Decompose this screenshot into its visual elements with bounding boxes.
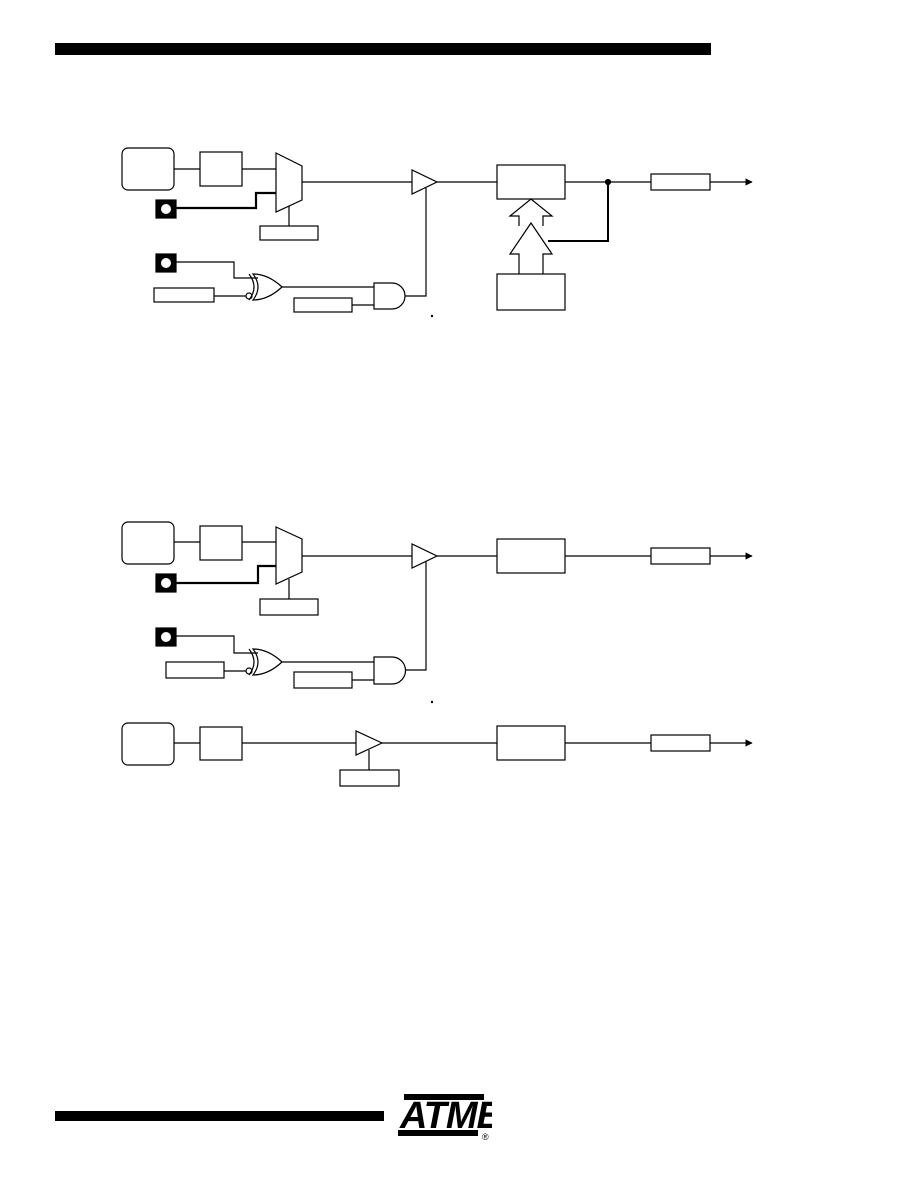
gain-register	[339, 769, 400, 787]
diagram-2	[121, 521, 753, 704]
divider-block	[199, 726, 243, 761]
amplifier	[411, 169, 439, 195]
and-gate	[373, 282, 406, 310]
footer-rule	[55, 1111, 384, 1121]
source-block	[121, 147, 175, 191]
logo-mark: ATMEL ®	[398, 1094, 524, 1142]
register-box	[165, 661, 225, 679]
register-box	[293, 671, 353, 689]
divider-block	[199, 525, 243, 561]
register-box	[153, 287, 215, 303]
converter-block	[496, 164, 566, 200]
output-register	[650, 547, 711, 565]
control-block	[496, 273, 566, 311]
mux	[275, 152, 303, 213]
mux-select-register	[259, 225, 319, 241]
mux	[275, 526, 303, 585]
logo-text: ATMEL	[399, 1095, 492, 1137]
amplifier	[355, 730, 384, 756]
bus-arrow-upper	[508, 198, 554, 226]
header-rule	[55, 43, 711, 55]
source-block	[121, 521, 175, 565]
atmel-logo: ATMEL ®	[396, 1090, 524, 1142]
registered-mark: ®	[482, 1132, 489, 1142]
converter-block	[496, 538, 566, 574]
bus-arrow	[508, 221, 554, 274]
register-box	[293, 297, 353, 313]
and-gate	[373, 656, 407, 685]
converter-block	[496, 725, 566, 761]
mux-select-register	[259, 598, 319, 616]
diagram-1	[121, 147, 753, 318]
amplifier	[411, 543, 439, 569]
source-block	[121, 722, 175, 766]
xor-gate	[251, 273, 283, 301]
xor-gate	[251, 648, 283, 676]
output-register	[650, 173, 711, 191]
divider-block	[199, 151, 243, 187]
diagram-3	[121, 722, 753, 787]
output-register	[650, 734, 711, 752]
